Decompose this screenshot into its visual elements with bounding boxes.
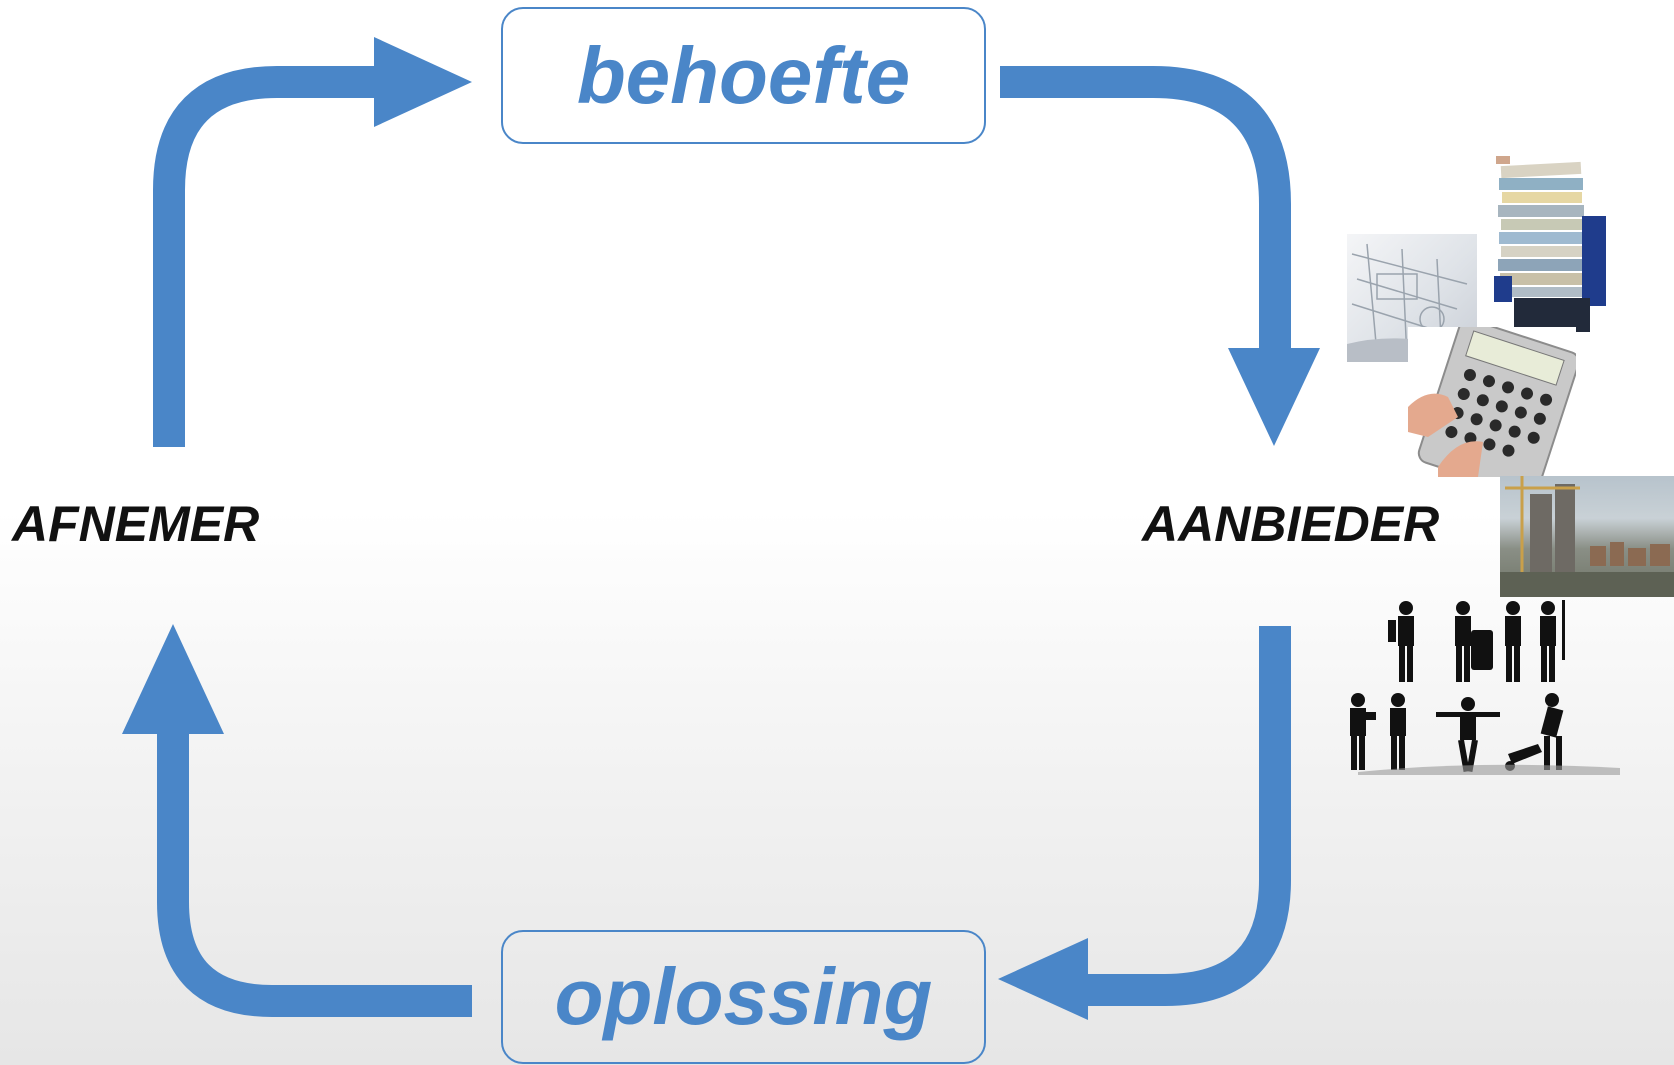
solution-box: oplossing	[501, 930, 986, 1064]
need-box: behoefte	[501, 7, 986, 144]
arrowhead-up-left	[122, 624, 224, 734]
workers-silhouette-icon	[1338, 600, 1620, 775]
calculator-photo-icon	[1408, 327, 1576, 477]
supplier-label: AANBIEDER	[1142, 496, 1440, 552]
arrow-aanbieder-to-oplossing	[1085, 626, 1291, 1006]
arrow-afnemer-to-behoefte	[153, 66, 382, 447]
arrowhead-down-right	[1228, 348, 1320, 446]
arrowhead-right-top	[374, 37, 472, 127]
arrow-behoefte-to-aanbieder	[1000, 66, 1291, 350]
arrowhead-left-bottom	[998, 938, 1088, 1020]
solution-label: oplossing	[554, 952, 933, 1041]
arrow-oplossing-to-afnemer	[157, 730, 472, 1017]
buyer-label: AFNEMER	[12, 496, 260, 552]
construction-site-photo-icon	[1500, 476, 1674, 597]
document-stack-photo-icon	[1484, 146, 1609, 332]
need-label: behoefte	[576, 30, 911, 120]
